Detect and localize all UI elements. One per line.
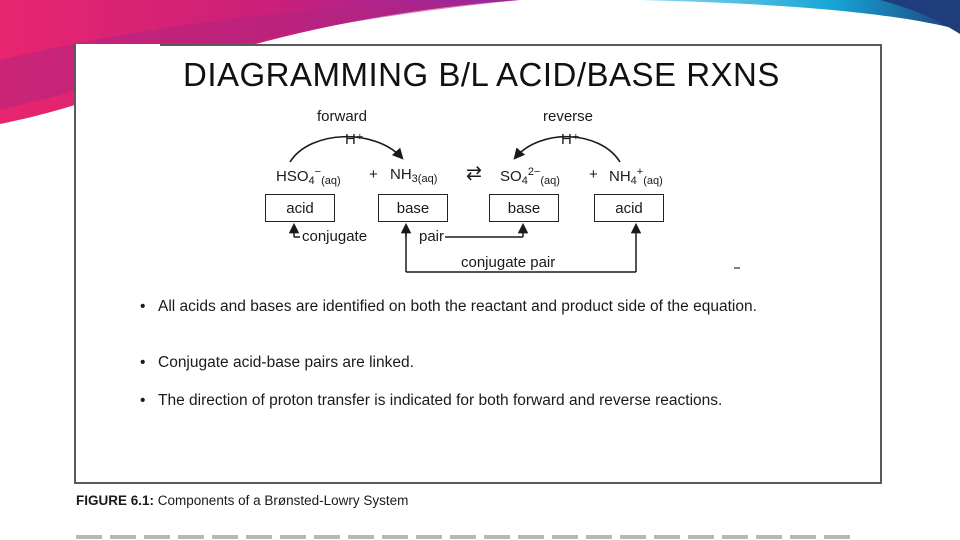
product-so4: SO42−(aq) [500, 166, 560, 187]
box-acid-reactant: acid [265, 194, 335, 222]
plus-sign-products: + [589, 166, 598, 183]
slide-title: DIAGRAMMING B/L ACID/BASE RXNS [183, 56, 780, 93]
navy-swoosh [880, 0, 960, 34]
figure-top-border [160, 44, 882, 46]
figure-frame [74, 44, 882, 484]
figure-caption: FIGURE 6.1: Components of a Brønsted-Low… [76, 493, 408, 508]
reactant-hso4: HSO4−(aq) [276, 166, 341, 187]
box-base-product: base [489, 194, 559, 222]
conjugate-pair-label-1b: pair [419, 228, 445, 245]
bullet-marker: • [140, 392, 146, 409]
bullet-marker: • [140, 354, 146, 371]
conjugate-pair-label-1: conjugate [302, 228, 368, 245]
proton-label-forward: H⁺ [345, 131, 364, 148]
bullet-marker: • [140, 298, 146, 315]
cut-off-text-line [76, 530, 856, 540]
caption-label: FIGURE 6.1: [76, 493, 155, 508]
product-nh4: NH4+(aq) [609, 166, 663, 187]
box-acid-product: acid [594, 194, 664, 222]
box-base-reactant: base [378, 194, 448, 222]
reverse-label: reverse [543, 108, 594, 125]
magenta-swoosh [0, 0, 520, 124]
forward-label: forward [317, 108, 368, 125]
bullet-text: Conjugate acid-base pairs are linked. [158, 354, 414, 371]
bullet-text: All acids and bases are identified on bo… [158, 298, 757, 315]
caption-text: Components of a Brønsted-Lowry System [157, 493, 409, 508]
proton-label-reverse: H⁺ [561, 131, 580, 148]
cyan-swoosh [640, 0, 960, 30]
equilibrium-arrow: ⇄ [466, 163, 482, 184]
plus-sign-reactants: + [369, 166, 378, 183]
bullet-text: The direction of proton transfer is indi… [158, 392, 723, 409]
conjugate-pair-label-2: conjugate pair [461, 254, 556, 271]
reactant-nh3: NH3(aq) [390, 166, 438, 185]
